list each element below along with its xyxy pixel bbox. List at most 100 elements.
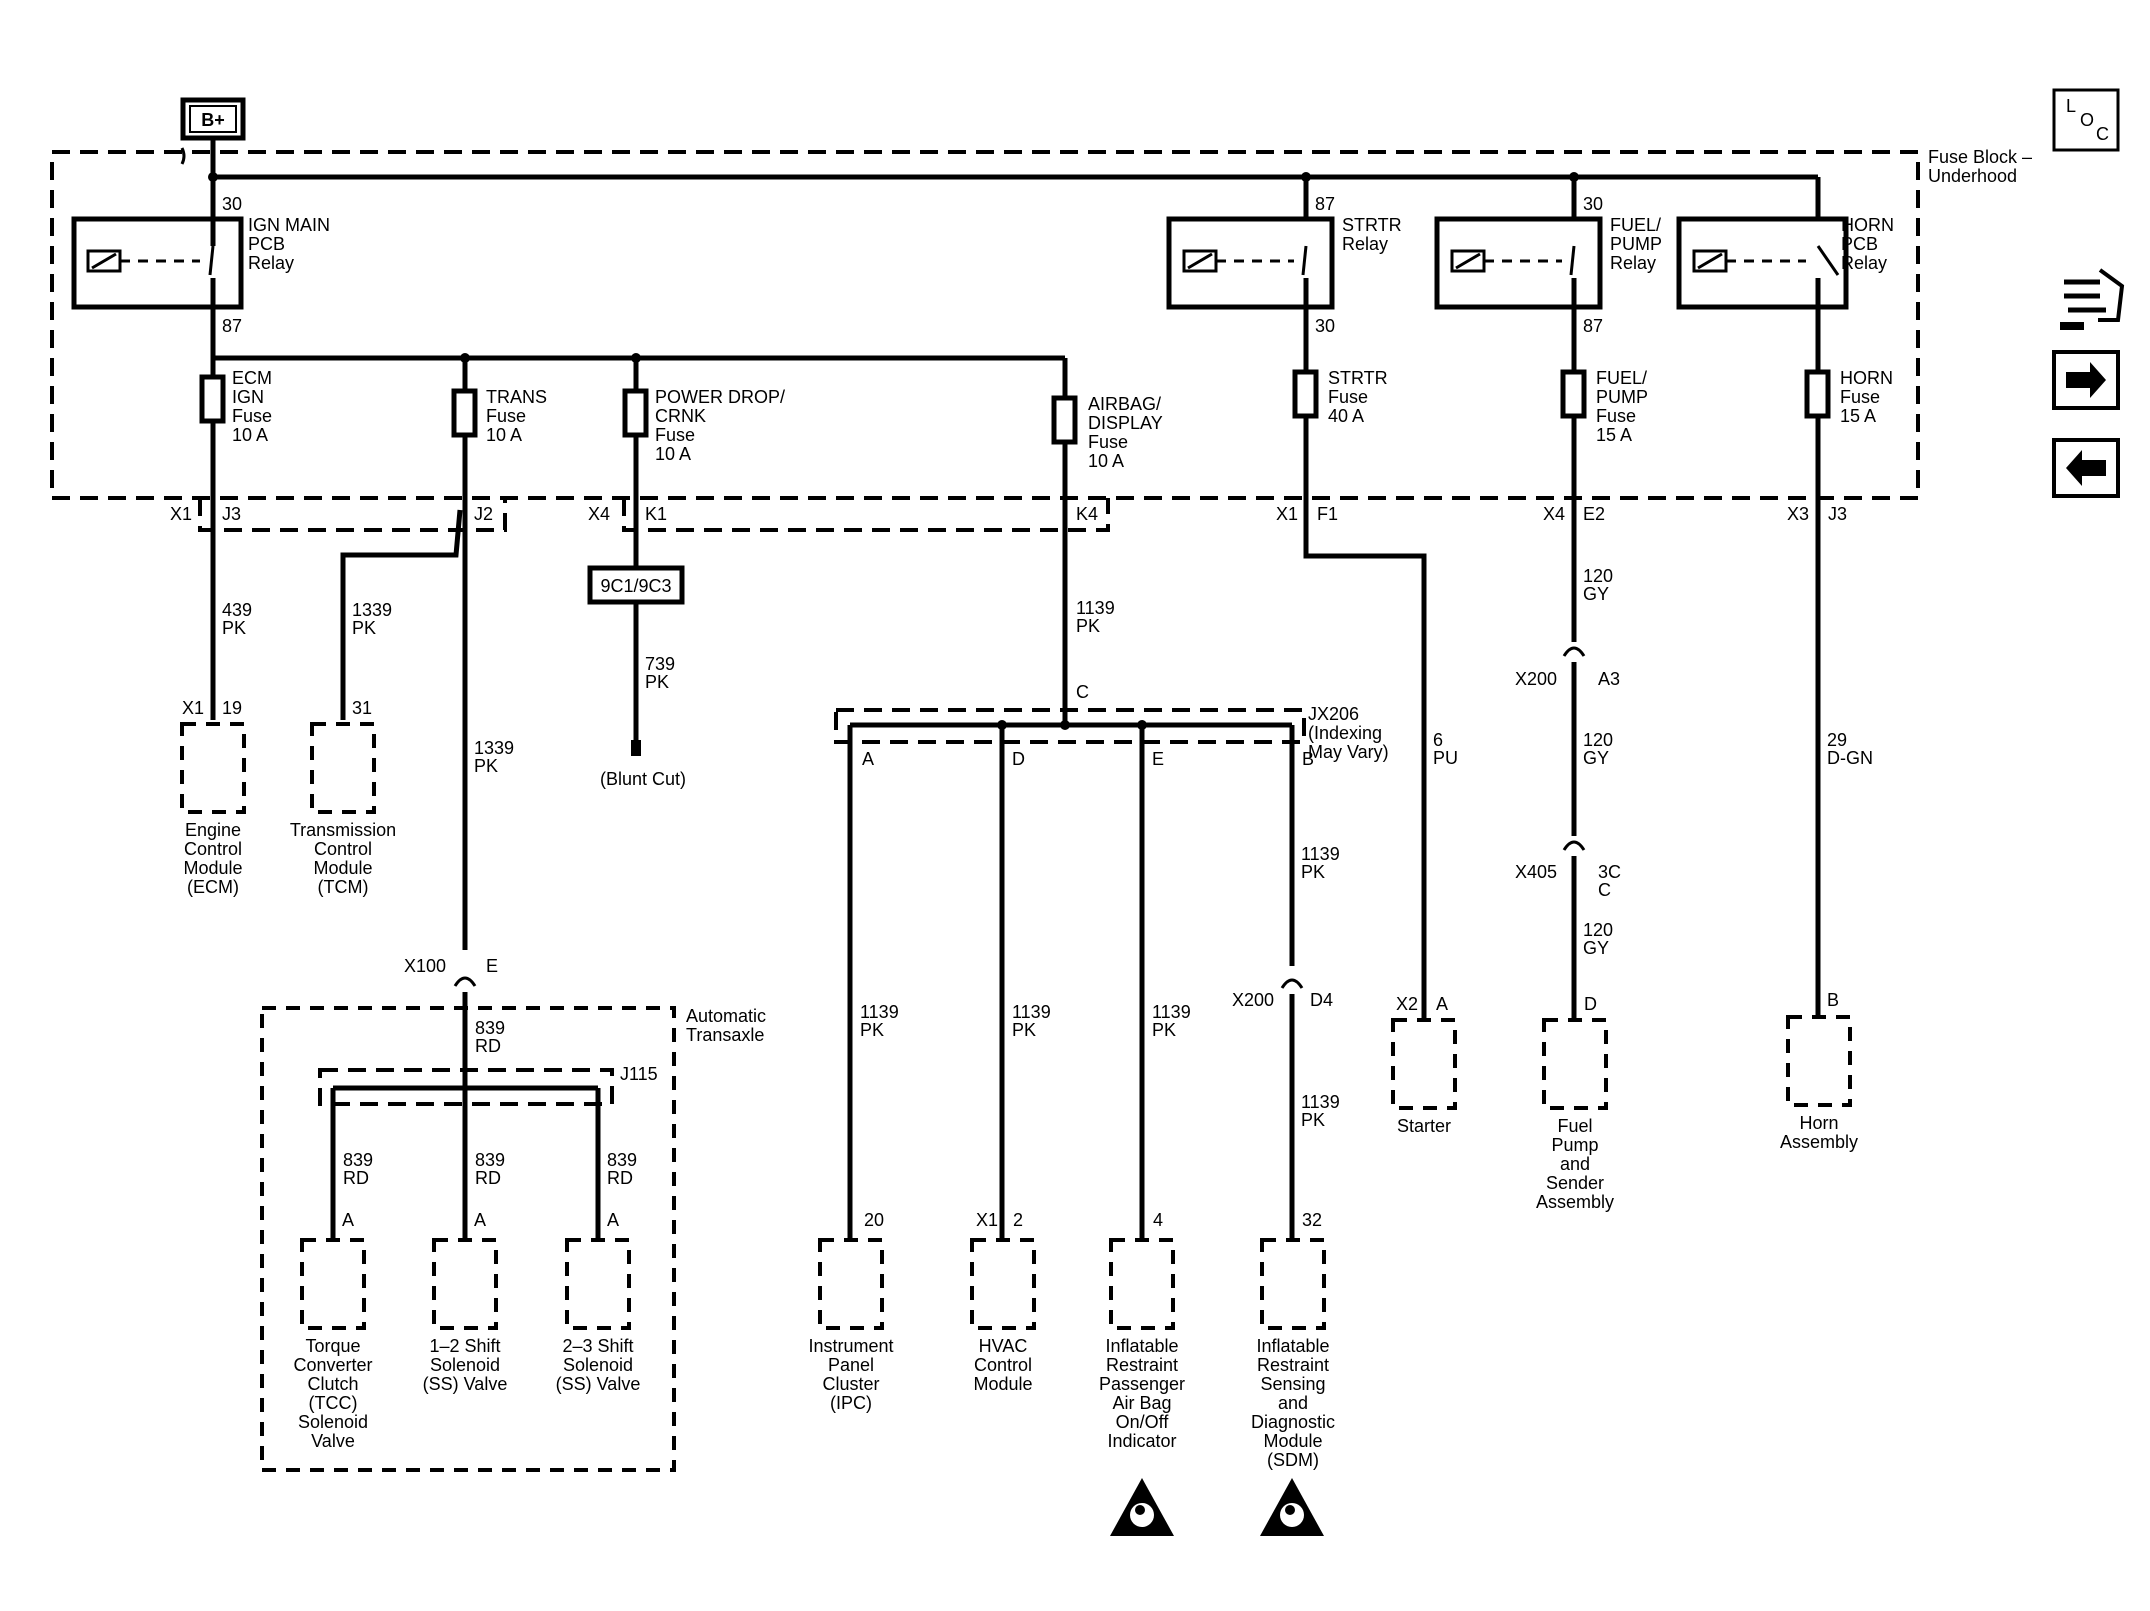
svg-text:1139: 1139: [1301, 844, 1340, 864]
svg-text:439: 439: [222, 600, 252, 620]
x100-label: X100: [404, 956, 446, 976]
svg-text:Fuse: Fuse: [1840, 387, 1880, 407]
svg-text:L: L: [2066, 96, 2076, 116]
svg-text:Module: Module: [313, 858, 372, 878]
svg-text:PK: PK: [1076, 616, 1100, 636]
passenger-airbag-indicator-component: 4 Inflatable Restraint Passenger Air Bag…: [1099, 1210, 1185, 1451]
x1-j3-j2-connector: [198, 498, 507, 532]
svg-text:K4: K4: [1076, 504, 1098, 524]
x200-a3-label: X200: [1515, 669, 1557, 689]
x405-pin-3c: 3C: [1598, 862, 1621, 882]
svg-text:(SS) Valve: (SS) Valve: [556, 1374, 641, 1394]
svg-text:40 A: 40 A: [1328, 406, 1364, 426]
svg-text:A: A: [474, 1210, 486, 1230]
svg-text:4: 4: [1153, 1210, 1163, 1230]
jx206-pin-b: B: [1302, 749, 1314, 769]
horn-fuse-label: HORN Fuse 15 A: [1840, 368, 1893, 426]
svg-text:J3: J3: [222, 504, 241, 524]
power-drop-fuse-label: POWER DROP/ CRNK Fuse 10 A: [655, 387, 785, 464]
jx206-pin-d: D: [1012, 749, 1025, 769]
svg-text:31: 31: [352, 698, 372, 718]
svg-text:32: 32: [1302, 1210, 1322, 1230]
svg-text:Air Bag: Air Bag: [1112, 1393, 1171, 1413]
previous-page-button[interactable]: [2052, 438, 2120, 498]
splice-label: 9C1/9C3: [600, 576, 671, 596]
svg-text:RD: RD: [607, 1168, 633, 1188]
svg-text:1139: 1139: [860, 1002, 899, 1022]
svg-text:(TCM): (TCM): [318, 877, 369, 897]
svg-text:15 A: 15 A: [1840, 406, 1876, 426]
jx206-connector: [834, 708, 1306, 744]
svg-text:Sender: Sender: [1546, 1173, 1604, 1193]
svg-text:839: 839: [475, 1150, 505, 1170]
svg-text:PK: PK: [1012, 1020, 1036, 1040]
svg-text:839: 839: [343, 1150, 373, 1170]
location-icon[interactable]: L O C: [2052, 88, 2120, 152]
svg-text:E2: E2: [1583, 504, 1605, 524]
svg-text:CRNK: CRNK: [655, 406, 706, 426]
automatic-transaxle-outline: [260, 1006, 676, 1472]
svg-text:PU: PU: [1433, 748, 1458, 768]
strtr-relay-pin-30: 30: [1315, 316, 1335, 336]
svg-text:STRTR: STRTR: [1328, 368, 1388, 388]
svg-text:Valve: Valve: [311, 1431, 355, 1451]
svg-text:PK: PK: [645, 672, 669, 692]
svg-text:19: 19: [222, 698, 242, 718]
j115-label: J115: [620, 1064, 658, 1084]
svg-text:GY: GY: [1583, 584, 1609, 604]
shift-solenoid-23-component: A 2–3 Shift Solenoid (SS) Valve: [556, 1210, 641, 1394]
fuel-fuse-label: FUEL/ PUMP Fuse 15 A: [1596, 368, 1648, 445]
svg-text:Inflatable: Inflatable: [1256, 1336, 1329, 1356]
svg-text:120: 120: [1583, 920, 1613, 940]
svg-text:Transmission: Transmission: [290, 820, 396, 840]
svg-text:X4: X4: [1543, 504, 1565, 524]
svg-text:IGN: IGN: [232, 387, 264, 407]
trans-fuse: [451, 388, 478, 438]
tcc-solenoid-component: A Torque Converter Clutch (TCC) Solenoid…: [293, 1210, 372, 1451]
svg-text:GY: GY: [1583, 748, 1609, 768]
svg-text:Solenoid: Solenoid: [430, 1355, 500, 1375]
svg-text:X1: X1: [1276, 504, 1298, 524]
strtr-relay: [1166, 172, 1335, 372]
svg-text:739: 739: [645, 654, 675, 674]
blunt-cut-label: (Blunt Cut): [600, 769, 686, 789]
svg-text:D-GN: D-GN: [1827, 748, 1873, 768]
ecm-ign-fuse: [199, 374, 226, 424]
fuse-block-outline: [50, 150, 1920, 500]
svg-text:Solenoid: Solenoid: [563, 1355, 633, 1375]
horn-relay: [1676, 177, 1849, 372]
trans-fuse-label: TRANS Fuse 10 A: [486, 387, 547, 445]
sdm-wire-labels: 1139 PK 1139 PK 1139 PK 1139 PK 1139 PK: [860, 844, 1340, 1130]
next-page-button[interactable]: [2052, 350, 2120, 410]
svg-text:120: 120: [1583, 730, 1613, 750]
jx206-note-1: (Indexing: [1308, 723, 1382, 743]
wire-839-label: 839: [475, 1018, 505, 1038]
strtr-fuse: [1292, 369, 1319, 419]
j115-connector: [318, 1068, 614, 1106]
svg-text:Clutch: Clutch: [307, 1374, 358, 1394]
svg-text:Starter: Starter: [1397, 1116, 1451, 1136]
svg-text:D: D: [1584, 994, 1597, 1014]
power-drop-fuse: [622, 388, 649, 438]
svg-text:O: O: [2080, 110, 2094, 130]
jx206-pin-e: E: [1152, 749, 1164, 769]
svg-text:2: 2: [1013, 1210, 1023, 1230]
jx206-name: JX206: [1308, 704, 1359, 724]
svg-text:29: 29: [1827, 730, 1847, 750]
starter-component: X2 A Starter: [1391, 994, 1457, 1136]
svg-text:Control: Control: [314, 839, 372, 859]
svg-text:Inflatable: Inflatable: [1105, 1336, 1178, 1356]
svg-text:120: 120: [1583, 566, 1613, 586]
connector-view-icon[interactable]: [2060, 268, 2125, 330]
ign-relay-label-2: PCB: [248, 234, 285, 254]
ign-relay-label-1: IGN MAIN: [248, 215, 330, 235]
airbag-display-fuse: [1051, 395, 1078, 445]
x200-a3-pin: A3: [1598, 669, 1620, 689]
x100-pin-e: E: [486, 956, 498, 976]
svg-text:On/Off: On/Off: [1116, 1412, 1170, 1432]
x4-k1-k4-connector: [622, 498, 1110, 532]
svg-text:Torque: Torque: [305, 1336, 360, 1356]
transaxle-wire-labels: 839 RD 839 RD 839 RD: [343, 1150, 637, 1188]
fuel-pump-relay: [1434, 172, 1603, 372]
